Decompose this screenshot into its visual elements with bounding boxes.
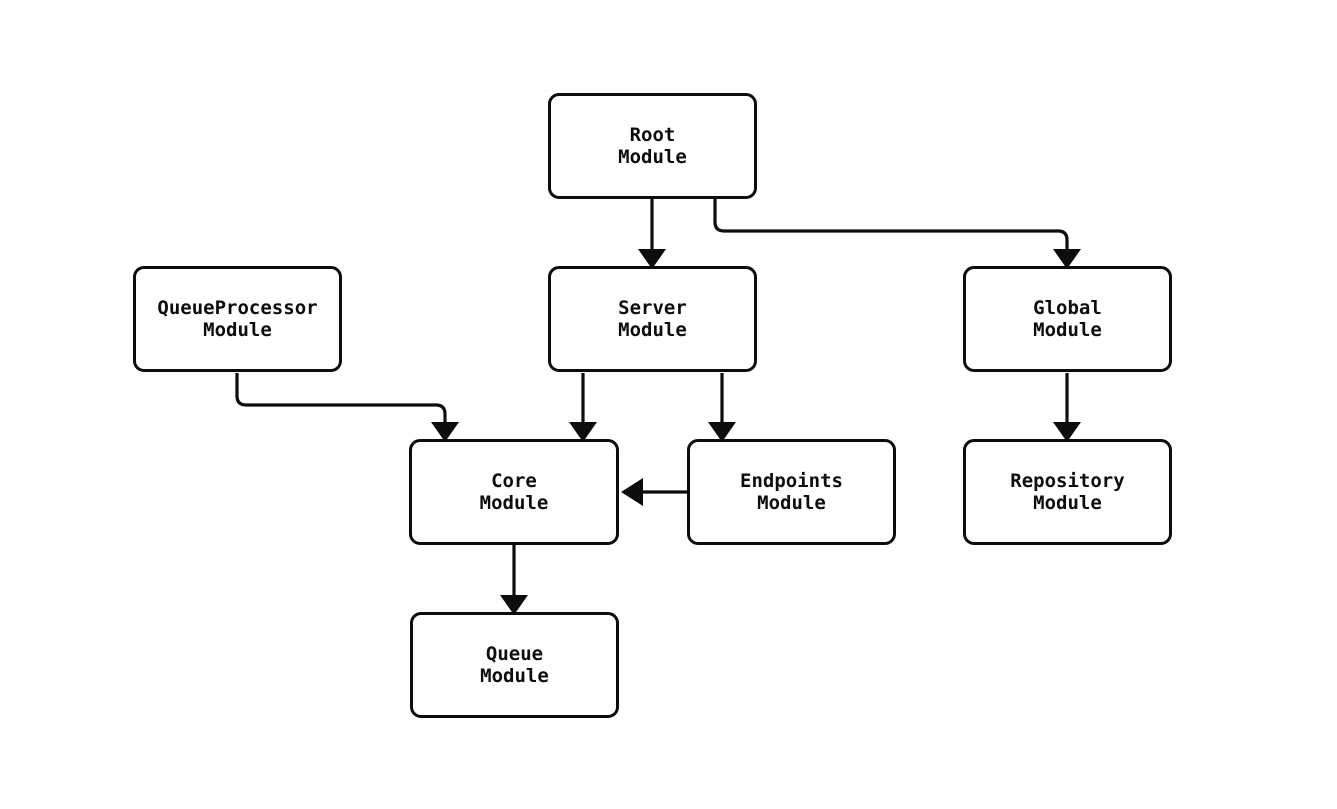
node-label-line1: Queue <box>485 643 544 665</box>
node-server-module: Server Module <box>548 266 757 372</box>
arrowhead-queueprocessor-core <box>431 422 459 442</box>
node-label-line1: QueueProcessor <box>157 297 318 319</box>
node-label-line1: Global <box>1033 297 1102 319</box>
arrowhead-root-global <box>1053 249 1081 269</box>
node-label-line1: Endpoints <box>740 470 843 492</box>
arrowhead-global-repository <box>1053 422 1081 442</box>
node-label-line2: Module <box>479 492 549 514</box>
node-global-module: Global Module <box>963 266 1172 372</box>
node-endpoints-module: Endpoints Module <box>687 439 896 545</box>
node-label-line2: Module <box>618 146 687 168</box>
node-label-line2: Module <box>1033 319 1102 341</box>
arrowhead-server-core <box>569 422 597 442</box>
node-queue-module: Queue Module <box>410 612 619 718</box>
node-label-line1: Core <box>491 470 537 492</box>
node-repository-module: Repository Module <box>963 439 1172 545</box>
node-label-line2: Module <box>757 492 826 514</box>
node-root-module: Root Module <box>548 93 757 199</box>
node-core-module: Core Module <box>409 439 619 545</box>
arrowhead-server-endpoints <box>708 422 736 442</box>
node-label-line1: Server <box>618 297 687 319</box>
edge-root-global <box>713 198 1069 250</box>
arrowhead-core-queue <box>500 595 528 615</box>
node-label-line2: Module <box>203 319 272 341</box>
edge-queueprocessor-core <box>235 373 447 423</box>
node-label-line2: Module <box>480 665 549 687</box>
node-label-line1: Root <box>629 124 676 146</box>
arrowhead-root-server <box>638 249 666 269</box>
arrowhead-endpoints-core <box>621 478 643 506</box>
node-queueprocessor-module: QueueProcessor Module <box>133 266 342 372</box>
node-label-line2: Module <box>1033 492 1102 514</box>
node-label-line2: Module <box>618 319 687 341</box>
node-label-line1: Repository <box>1010 470 1125 492</box>
